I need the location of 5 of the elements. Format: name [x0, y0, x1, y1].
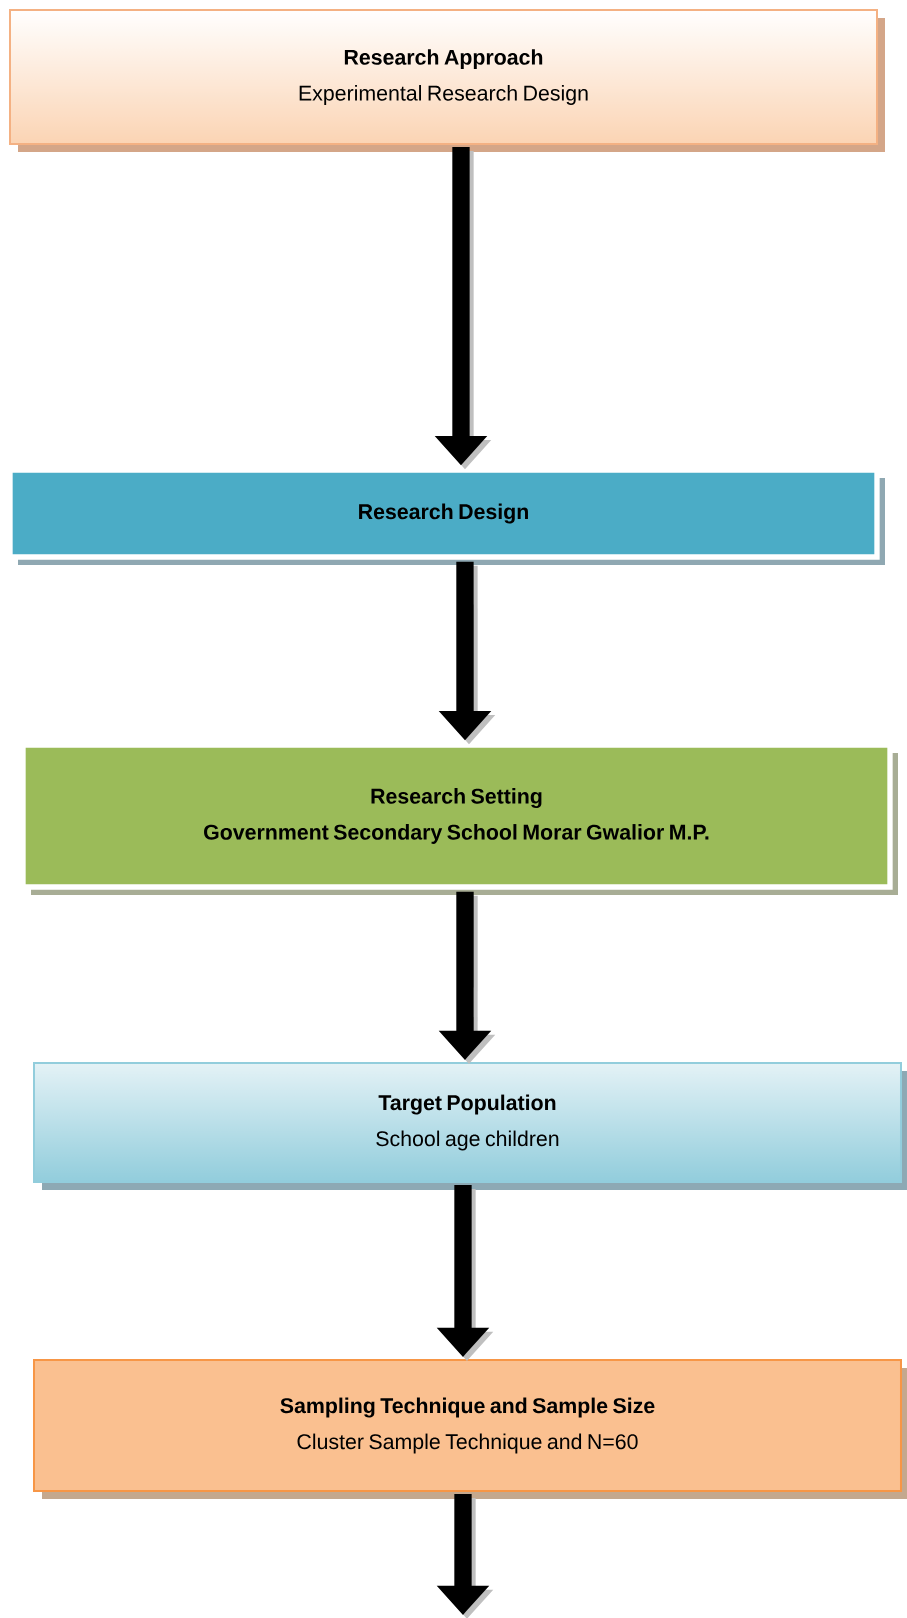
process-box: Research Design — [7, 467, 885, 565]
process-box: Research Approach Experimental Research Design — [9, 9, 885, 152]
process-box: Research Setting Government Secondary School Morar Gwalior M.P. — [20, 742, 898, 895]
process-box: Target Population School age children — [33, 1062, 907, 1190]
process-box: Sampling Technique and Sample Size Cluster Sample Technique and N=60 — [33, 1359, 907, 1499]
